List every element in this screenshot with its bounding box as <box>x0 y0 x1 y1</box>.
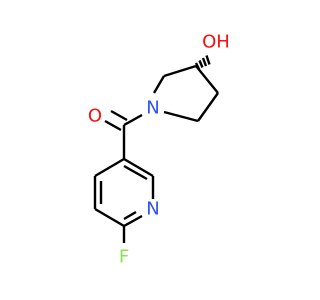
carbonyl-double-bond <box>104 109 128 132</box>
hashed-wedge-bond <box>194 55 211 70</box>
pyrrolidine-nitrogen-label: N <box>146 98 159 119</box>
pyridine-ring <box>93 157 155 228</box>
hydroxyl-label: OH <box>202 32 230 53</box>
carbonyl-oxygen-label: O <box>88 106 102 127</box>
pyridine-nitrogen-label: N <box>146 199 159 220</box>
pyrrolidine-ring <box>152 64 219 123</box>
amide-bond <box>123 113 143 127</box>
molecule-structure: O N OH N F <box>88 32 230 268</box>
fluorine-label: F <box>119 247 129 268</box>
